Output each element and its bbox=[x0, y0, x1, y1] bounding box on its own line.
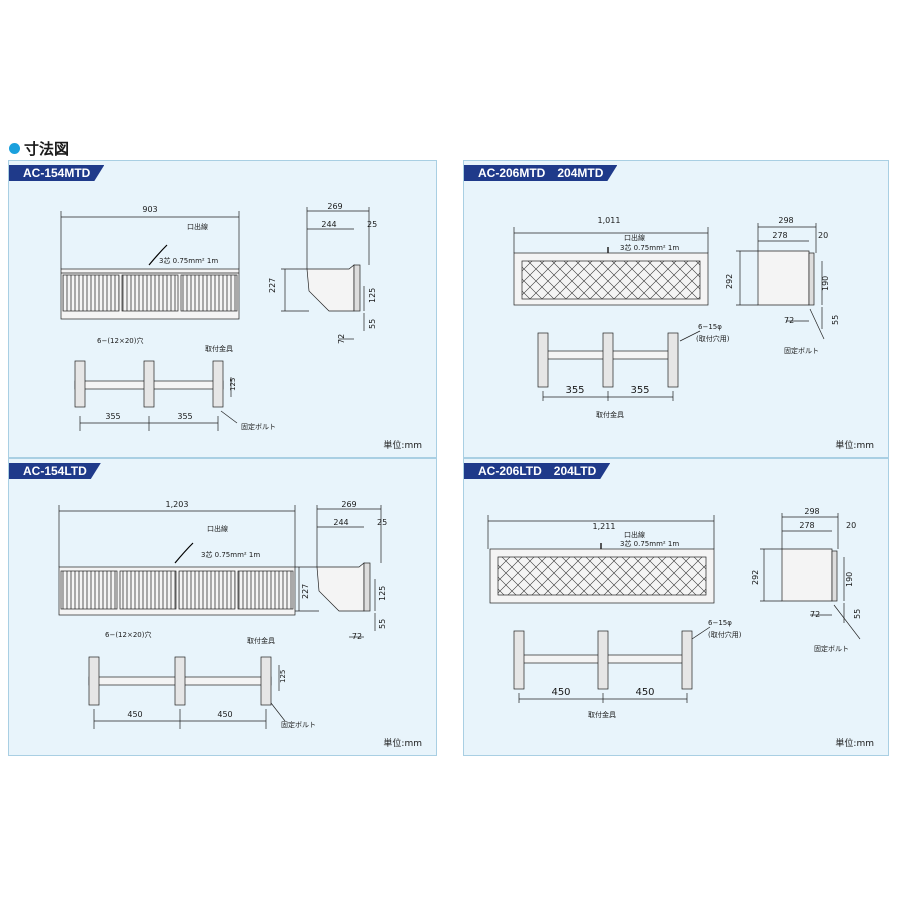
drawing-ac-206ltd: 1,211 口出線 3芯 0.75mm² 1m 298 278 20 292 1… bbox=[487, 507, 862, 719]
holes-label: 6−15φ bbox=[708, 619, 732, 627]
cable-spec: 3芯 0.75mm² 1m bbox=[620, 539, 679, 548]
front-view bbox=[513, 227, 709, 306]
bolt-label: 固定ボルト bbox=[241, 422, 276, 431]
bolt-label: 固定ボルト bbox=[784, 346, 819, 355]
height-dim: 227 bbox=[268, 278, 277, 293]
pitch2-dim: 355 bbox=[177, 412, 192, 421]
side-55-dim: 55 bbox=[831, 315, 840, 325]
width-dim: 903 bbox=[142, 205, 157, 214]
pitch2-dim: 355 bbox=[630, 385, 649, 396]
panel-ac-154ltd: 1,203 口出線 3芯 0.75mm² 1m 269 244 25 227 1… bbox=[8, 458, 437, 756]
unit-label: 単位:mm bbox=[383, 441, 422, 451]
height-dim: 292 bbox=[751, 570, 760, 585]
depth-body-dim: 244 bbox=[333, 518, 348, 527]
drawing-ac-154mtd: 903 口出線 3芯 0.75mm² 1m 269 244 25 227 125… bbox=[60, 202, 377, 431]
bracket-view bbox=[74, 360, 238, 431]
panel-title-ac-154ltd: AC-154LTD bbox=[9, 463, 101, 479]
side-125-dim: 125 bbox=[378, 586, 387, 601]
bracket-view bbox=[537, 330, 701, 401]
holes-label: 6−15φ bbox=[698, 323, 722, 331]
side-72-dim: 72 bbox=[810, 610, 820, 619]
width-dim: 1,203 bbox=[166, 500, 189, 509]
pitch1-dim: 450 bbox=[551, 687, 570, 698]
side-190-dim: 190 bbox=[845, 572, 854, 587]
depth-body-dim: 244 bbox=[321, 220, 336, 229]
cable-name: 口出線 bbox=[624, 233, 645, 242]
holes-note: (取付穴用) bbox=[708, 630, 742, 639]
panel-title-ac-154mtd: AC-154MTD bbox=[9, 165, 104, 181]
holes-label: 6−(12×20)穴 bbox=[97, 336, 143, 345]
depth-lip-dim: 25 bbox=[367, 220, 377, 229]
drawing-ac-206mtd: 1,011 口出線 3芯 0.75mm² 1m 298 278 20 292 1… bbox=[513, 216, 840, 419]
height-dim: 292 bbox=[725, 274, 734, 289]
side-72-dim: 72 bbox=[784, 316, 794, 325]
side-55-dim: 55 bbox=[378, 619, 387, 629]
pitch2-dim: 450 bbox=[635, 687, 654, 698]
side-190-dim: 190 bbox=[821, 276, 830, 291]
bolt-label: 固定ボルト bbox=[814, 644, 849, 653]
section-title: 寸法図 bbox=[24, 140, 70, 158]
depth-body-dim: 278 bbox=[772, 231, 787, 240]
side-55-dim: 55 bbox=[853, 609, 862, 619]
bracket-h-dim: 125 bbox=[229, 378, 237, 391]
panel-title-ac-206mtd: AC-206MTD 204MTD bbox=[464, 165, 617, 181]
front-view bbox=[487, 515, 715, 604]
pitch1-dim: 355 bbox=[105, 412, 120, 421]
bracket-label: 取付金具 bbox=[596, 410, 624, 419]
side-72-dim: 72 bbox=[337, 334, 346, 344]
cable-spec: 3芯 0.75mm² 1m bbox=[159, 256, 218, 265]
panel-ac-206mtd: 1,011 口出線 3芯 0.75mm² 1m 298 278 20 292 1… bbox=[463, 160, 889, 458]
side-72-dim: 72 bbox=[352, 632, 362, 641]
holes-label: 6−(12×20)穴 bbox=[105, 630, 151, 639]
cable-spec: 3芯 0.75mm² 1m bbox=[201, 550, 260, 559]
bracket-view bbox=[513, 626, 711, 703]
width-dim: 1,211 bbox=[593, 522, 616, 531]
side-view bbox=[281, 207, 370, 340]
side-view bbox=[736, 223, 825, 340]
cable-name: 口出線 bbox=[207, 524, 228, 533]
cable-name: 口出線 bbox=[187, 222, 208, 231]
unit-label: 単位:mm bbox=[835, 441, 874, 451]
depth-total-dim: 298 bbox=[778, 216, 793, 225]
unit-label: 単位:mm bbox=[383, 739, 422, 749]
bracket-h-dim: 125 bbox=[279, 670, 287, 683]
bracket-label: 取付金具 bbox=[247, 636, 275, 645]
section-heading: 寸法図 bbox=[9, 138, 69, 159]
side-view bbox=[760, 513, 861, 640]
depth-lip-dim: 25 bbox=[377, 518, 387, 527]
bracket-label: 取付金具 bbox=[205, 344, 233, 353]
height-dim: 227 bbox=[301, 584, 310, 599]
bracket-label: 取付金具 bbox=[588, 710, 616, 719]
pitch1-dim: 450 bbox=[127, 710, 142, 719]
depth-total-dim: 298 bbox=[804, 507, 819, 516]
cable-name: 口出線 bbox=[624, 530, 645, 539]
panel-ac-206ltd: 1,211 口出線 3芯 0.75mm² 1m 298 278 20 292 1… bbox=[463, 458, 889, 756]
side-view bbox=[295, 505, 382, 638]
panel-ac-154mtd: 903 口出線 3芯 0.75mm² 1m 269 244 25 227 125… bbox=[8, 160, 437, 458]
bracket-view bbox=[88, 656, 286, 729]
holes-note: (取付穴用) bbox=[696, 334, 730, 343]
pitch2-dim: 450 bbox=[217, 710, 232, 719]
depth-total-dim: 269 bbox=[341, 500, 356, 509]
depth-lip-dim: 20 bbox=[818, 231, 828, 240]
side-55-dim: 55 bbox=[368, 319, 377, 329]
cable-spec: 3芯 0.75mm² 1m bbox=[620, 243, 679, 252]
pitch1-dim: 355 bbox=[565, 385, 584, 396]
panel-title-ac-206ltd: AC-206LTD 204LTD bbox=[464, 463, 610, 479]
depth-lip-dim: 20 bbox=[846, 521, 856, 530]
unit-label: 単位:mm bbox=[835, 739, 874, 749]
front-view bbox=[58, 505, 296, 616]
bullet-icon bbox=[9, 143, 20, 154]
depth-total-dim: 269 bbox=[327, 202, 342, 211]
width-dim: 1,011 bbox=[598, 216, 621, 225]
bolt-label: 固定ボルト bbox=[281, 720, 316, 729]
drawing-ac-154ltd: 1,203 口出線 3芯 0.75mm² 1m 269 244 25 227 1… bbox=[58, 500, 387, 729]
front-view bbox=[60, 211, 240, 320]
depth-body-dim: 278 bbox=[799, 521, 814, 530]
side-125-dim: 125 bbox=[368, 288, 377, 303]
